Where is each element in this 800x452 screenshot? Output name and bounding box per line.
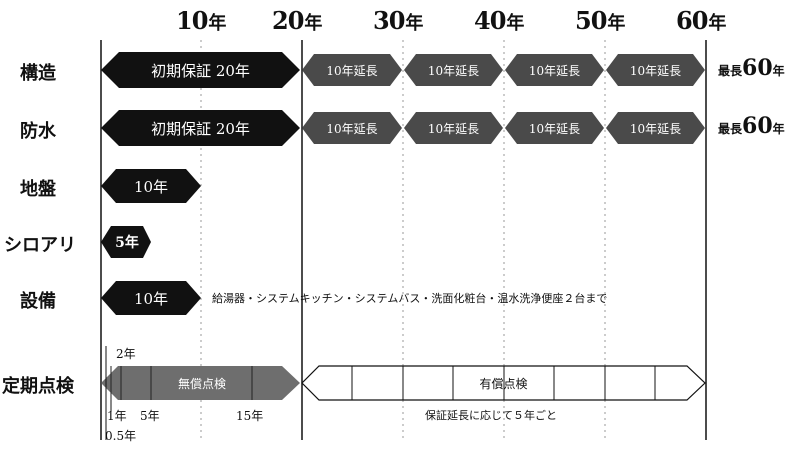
structure-ext-label-2: 10年延長 <box>427 64 480 78</box>
ground-bar-label: 10年 <box>133 178 169 196</box>
max-value: 60 <box>742 113 773 139</box>
waterproof-initial-bar <box>101 110 300 146</box>
structure-initial-label: 初期保証 20年 <box>151 62 250 80</box>
year-unit: 年 <box>506 13 525 34</box>
row-label-ground: 地盤 <box>20 179 56 200</box>
year-number: 10 <box>176 6 208 35</box>
year-unit: 年 <box>607 13 626 34</box>
equipment-note: 給湯器・システムキッチン・システムバス・洗面化粧台・温水洗浄便座２台まで <box>212 292 608 305</box>
waterproof-ext-bar-1 <box>302 112 402 144</box>
year-unit: 年 <box>208 13 227 34</box>
paid-inspection-note: 保証延長に応じて５年ごと <box>425 409 557 422</box>
waterproof-ext-label-1: 10年延長 <box>326 122 378 136</box>
structure-ext-label-4: 10年延長 <box>629 64 682 78</box>
structure-ext-bar-3 <box>505 54 604 86</box>
max-suffix: 年 <box>772 64 785 78</box>
row-label-equipment: 設備 <box>20 291 56 312</box>
inspection-tick-5-label: 5年 <box>140 409 160 423</box>
year-number: 50 <box>575 6 607 35</box>
inspection-tick-15-label: 15年 <box>236 409 264 423</box>
inspection-tick-05-label: 0.5年 <box>105 429 137 443</box>
max-suffix: 年 <box>772 122 785 136</box>
year-unit: 年 <box>304 13 323 34</box>
row-label-termite: シロアリ <box>4 235 76 256</box>
year-number: 30 <box>373 6 405 35</box>
year-unit: 年 <box>405 13 424 34</box>
row-label-waterproof: 防水 <box>20 121 56 142</box>
waterproof-max-label: 最長60年 <box>718 113 785 139</box>
ground-bar <box>101 169 201 203</box>
structure-initial-bar <box>101 52 300 88</box>
waterproof-ext-bar-4 <box>606 112 705 144</box>
year-number: 20 <box>272 6 304 35</box>
year-label-40: 40年 <box>474 6 524 36</box>
structure-max-label: 最長60年 <box>718 55 785 81</box>
inspection-tick-1-label: 1年 <box>107 409 127 423</box>
waterproof-ext-label-3: 10年延長 <box>528 122 581 136</box>
structure-ext-bar-1 <box>302 54 402 86</box>
free-inspection-label: 無償点検 <box>177 377 226 391</box>
structure-ext-label-1: 10年延長 <box>326 64 378 78</box>
year-label-30: 30年 <box>373 6 423 36</box>
year-number: 40 <box>474 6 506 35</box>
year-unit: 年 <box>708 13 727 34</box>
max-prefix: 最長 <box>718 64 743 78</box>
waterproof-ext-bar-3 <box>505 112 604 144</box>
max-value: 60 <box>742 55 773 81</box>
equipment-bar <box>101 281 201 315</box>
termite-bar-label: 5年 <box>115 235 139 251</box>
row-label-structure: 構造 <box>20 63 56 84</box>
year-label-60: 60年 <box>676 6 726 36</box>
year-label-10: 10年 <box>176 6 226 36</box>
termite-bar <box>101 226 151 258</box>
equipment-bar-label: 10年 <box>133 290 169 308</box>
structure-ext-label-3: 10年延長 <box>528 64 581 78</box>
paid-inspection-label: 有償点検 <box>479 377 528 391</box>
structure-ext-bar-4 <box>606 54 705 86</box>
year-label-20: 20年 <box>272 6 322 36</box>
inspection-tick-2-label: 2年 <box>116 347 136 361</box>
waterproof-initial-label: 初期保証 20年 <box>151 120 250 138</box>
max-prefix: 最長 <box>718 122 743 136</box>
year-label-50: 50年 <box>575 6 625 36</box>
waterproof-ext-bar-2 <box>404 112 503 144</box>
year-number: 60 <box>676 6 708 35</box>
waterproof-ext-label-4: 10年延長 <box>629 122 682 136</box>
waterproof-ext-label-2: 10年延長 <box>427 122 480 136</box>
row-label-inspection: 定期点検 <box>2 376 74 397</box>
structure-ext-bar-2 <box>404 54 503 86</box>
